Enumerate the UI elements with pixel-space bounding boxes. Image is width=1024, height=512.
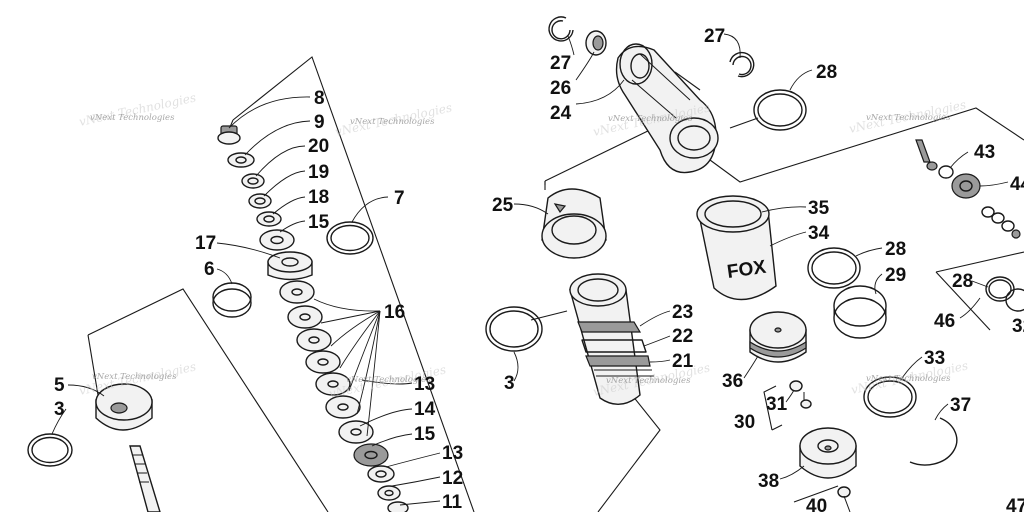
part-6-band bbox=[212, 282, 252, 318]
callout-40: 40 bbox=[806, 496, 827, 512]
watermark: vNext Technologies bbox=[346, 375, 431, 385]
callout-20: 20 bbox=[308, 136, 329, 157]
watermark: vNext Technologies bbox=[90, 113, 175, 123]
part-31-valve bbox=[789, 380, 812, 409]
bracket-40 bbox=[793, 485, 839, 503]
part-19-washer bbox=[248, 193, 272, 209]
callout-15: 15 bbox=[414, 424, 436, 445]
callout-44: 44 bbox=[1010, 174, 1024, 195]
callout-19: 19 bbox=[308, 162, 329, 183]
part-40-valve-core bbox=[837, 486, 851, 512]
callout-15: 15 bbox=[308, 212, 330, 233]
callout-28: 28 bbox=[885, 239, 906, 260]
left-leaders bbox=[51, 96, 441, 506]
callout-37: 37 bbox=[950, 395, 971, 416]
watermark: vNext Technologies bbox=[866, 374, 951, 384]
center-leaders bbox=[513, 33, 1009, 480]
part-36-ifp-piston bbox=[749, 311, 807, 363]
part-27-circlip-top bbox=[548, 16, 574, 42]
callout-24: 24 bbox=[550, 103, 572, 124]
callout-33: 33 bbox=[924, 348, 945, 369]
part-15-washer bbox=[259, 229, 295, 251]
callout-5: 5 bbox=[54, 375, 65, 396]
callout-43: 43 bbox=[974, 142, 995, 163]
shock-body-center bbox=[569, 273, 654, 405]
callout-11: 11 bbox=[442, 492, 463, 512]
shim-stack-16 bbox=[279, 280, 409, 512]
callout-36: 36 bbox=[722, 371, 743, 392]
part-8-valve-cap bbox=[217, 125, 241, 145]
callout-29: 29 bbox=[885, 265, 906, 286]
part-35-reservoir-sleeve: FOX bbox=[696, 195, 777, 301]
callout-3: 3 bbox=[54, 399, 65, 420]
part-28-oring-right bbox=[985, 276, 1024, 312]
part-5-bearing-cap bbox=[95, 383, 153, 431]
callout-27: 27 bbox=[550, 53, 571, 74]
callout-18: 18 bbox=[308, 187, 329, 208]
bracket-46 bbox=[935, 251, 1024, 331]
watermark: vNext Technologies bbox=[606, 376, 691, 386]
callout-22: 22 bbox=[672, 326, 693, 347]
watermark: vNext Technologies bbox=[92, 372, 177, 382]
part-26-bushing bbox=[585, 30, 607, 56]
callout-23: 23 bbox=[672, 302, 693, 323]
left-bracket-lines bbox=[87, 56, 475, 512]
part-33-oring bbox=[863, 376, 917, 418]
callout-6: 6 bbox=[204, 259, 215, 280]
shaft bbox=[129, 445, 161, 512]
part-17-piston bbox=[267, 251, 313, 281]
callout-12: 12 bbox=[442, 468, 463, 489]
part-9-washer bbox=[227, 152, 255, 168]
bracket-30 bbox=[763, 385, 783, 431]
part-3-oring-left bbox=[27, 433, 73, 467]
callout-17: 17 bbox=[195, 233, 216, 254]
part-27-circlip-right bbox=[729, 51, 755, 78]
callout-26: 26 bbox=[550, 78, 571, 99]
part-18-washer bbox=[256, 211, 282, 227]
callout-16: 16 bbox=[384, 302, 405, 323]
callout-32: 32 bbox=[1012, 316, 1024, 337]
callout-30: 30 bbox=[734, 412, 755, 433]
callout-46: 46 bbox=[934, 311, 955, 332]
callout-7: 7 bbox=[394, 188, 405, 209]
part-3-oring-center bbox=[485, 306, 543, 352]
callout-9: 9 bbox=[314, 112, 325, 133]
part-7-oring bbox=[326, 221, 374, 255]
part-25-bottom-out-cup bbox=[541, 188, 607, 259]
callout-35: 35 bbox=[808, 198, 830, 219]
callout-13: 13 bbox=[442, 443, 463, 464]
part-28-oring-top bbox=[753, 89, 807, 131]
part-38-end-cap bbox=[799, 427, 857, 479]
part-20-washer bbox=[241, 173, 265, 189]
part-28-oring-mid bbox=[807, 247, 861, 289]
watermark: vNext Technologies bbox=[866, 113, 951, 123]
part-37-backup-ring bbox=[909, 417, 958, 466]
callout-27: 27 bbox=[704, 26, 725, 47]
callout-21: 21 bbox=[672, 351, 694, 372]
part-44-adjuster bbox=[951, 173, 1021, 239]
part-29-band bbox=[833, 285, 887, 339]
callout-31: 31 bbox=[766, 394, 788, 415]
part-43-screw bbox=[915, 139, 954, 179]
callout-47: 47 bbox=[1006, 496, 1024, 512]
part-24-eyelet-head bbox=[615, 43, 719, 174]
callout-8: 8 bbox=[314, 88, 325, 109]
watermark: vNext Technologies bbox=[350, 117, 435, 127]
watermark-ghost: vNext Technologies bbox=[78, 90, 198, 128]
callout-labels: 8 9 20 19 18 15 7 17 6 16 5 3 13 14 15 1… bbox=[54, 26, 1024, 512]
callout-13: 13 bbox=[414, 374, 435, 395]
callout-34: 34 bbox=[808, 223, 830, 244]
callout-3: 3 bbox=[504, 373, 515, 394]
callout-14: 14 bbox=[414, 399, 436, 420]
watermark: vNext Technologies bbox=[608, 114, 693, 124]
callout-25: 25 bbox=[492, 195, 514, 216]
callout-28: 28 bbox=[816, 62, 837, 83]
callout-28: 28 bbox=[952, 271, 973, 292]
callout-38: 38 bbox=[758, 471, 779, 492]
